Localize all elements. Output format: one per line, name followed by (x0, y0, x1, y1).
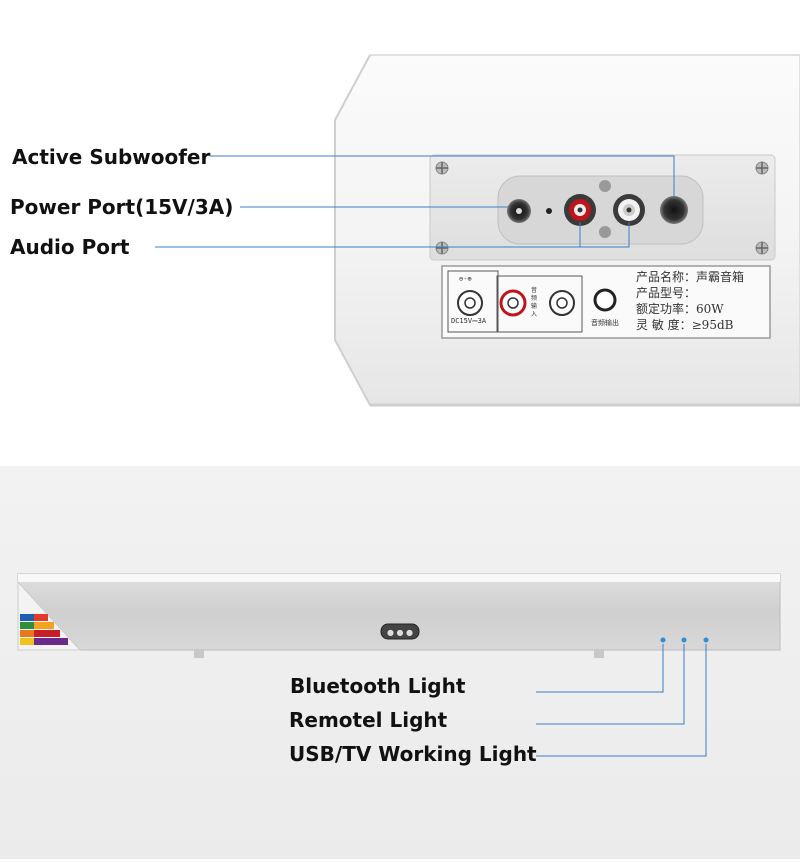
bluetooth-light (660, 637, 666, 643)
label-power-port: Power Port(15V/3A) (10, 195, 234, 219)
nameplate-audio-in: 音频输入 (531, 287, 538, 318)
nameplate-line-1: 产品名称：声霸音箱 (636, 270, 745, 284)
nameplate-line-2: 产品型号： (636, 286, 697, 300)
nameplate-audio-out: 音频输出 (591, 319, 619, 327)
center-logo-badge (380, 623, 420, 640)
subwoofer-jack (660, 196, 688, 224)
callout-line-bluetooth (536, 644, 664, 693)
nameplate-dc-label: DC15V⎓3A (451, 317, 487, 325)
callout-line-remote (536, 644, 685, 725)
label-remote-light: Remotel Light (289, 708, 448, 732)
label-bluetooth-light: Bluetooth Light (290, 674, 466, 698)
usb-tv-light (703, 637, 709, 643)
remote-light (681, 637, 687, 643)
soundbar-front-illustration: ● ● ● (17, 573, 781, 757)
callout-lines-top (155, 155, 675, 248)
nameplate-line-4: 灵 敏 度：≥95dB (636, 318, 734, 332)
callout-line-usb-tv (536, 644, 707, 757)
speaker-rear-illustration: ⊖-⊕ (334, 54, 800, 407)
nameplate-line-3: 额定功率：60W (636, 302, 724, 316)
section-divider (0, 440, 800, 466)
label-usb-tv-light: USB/TV Working Light (289, 742, 537, 766)
label-audio-port: Audio Port (10, 235, 130, 259)
label-active-subwoofer: Active Subwoofer (12, 145, 211, 169)
product-photo-front: ● ● ● Bluetooth Light Remotel Light USB/… (0, 466, 800, 859)
callout-line-audio (155, 222, 581, 248)
svg-text:⊖-⊕: ⊖-⊕ (459, 275, 472, 283)
callout-line-subwoofer (210, 155, 675, 196)
svg-text:● ● ●: ● ● ● (387, 628, 413, 637)
product-photo-rear: ⊖-⊕ DC15V⎓3A 音频输入 音频输出 产品名称：声霸音箱 产品型号： 额… (10, 54, 800, 407)
